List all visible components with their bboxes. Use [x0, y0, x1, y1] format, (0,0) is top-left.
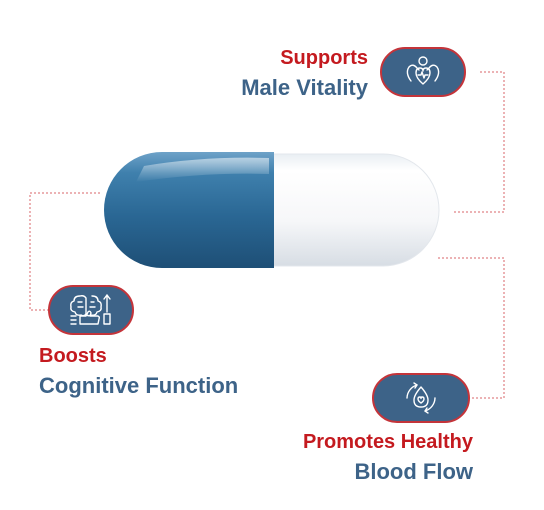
blood-flow-title: Promotes Healthy — [302, 431, 473, 453]
capsule-white-half — [271, 153, 440, 267]
cognitive-title: Boosts — [39, 345, 107, 367]
blood-drop-cycle-icon — [400, 380, 442, 416]
vitality-badge — [380, 47, 466, 97]
vitality-title: Supports — [280, 47, 368, 69]
muscle-heart-icon — [401, 55, 445, 89]
capsule-blue-half — [104, 152, 274, 268]
leader-line-blood-flow — [438, 257, 505, 399]
cognitive-badge — [48, 285, 134, 335]
blood-flow-badge — [372, 373, 470, 423]
leader-line-vitality — [452, 71, 505, 213]
cognitive-subtitle: Cognitive Function — [39, 373, 239, 398]
capsule-image — [104, 152, 441, 268]
blood-flow-subtitle: Blood Flow — [354, 459, 473, 484]
vitality-subtitle: Male Vitality — [241, 75, 368, 100]
leader-line-cognitive — [29, 192, 100, 311]
brain-thumbs-up-icon — [66, 292, 116, 328]
